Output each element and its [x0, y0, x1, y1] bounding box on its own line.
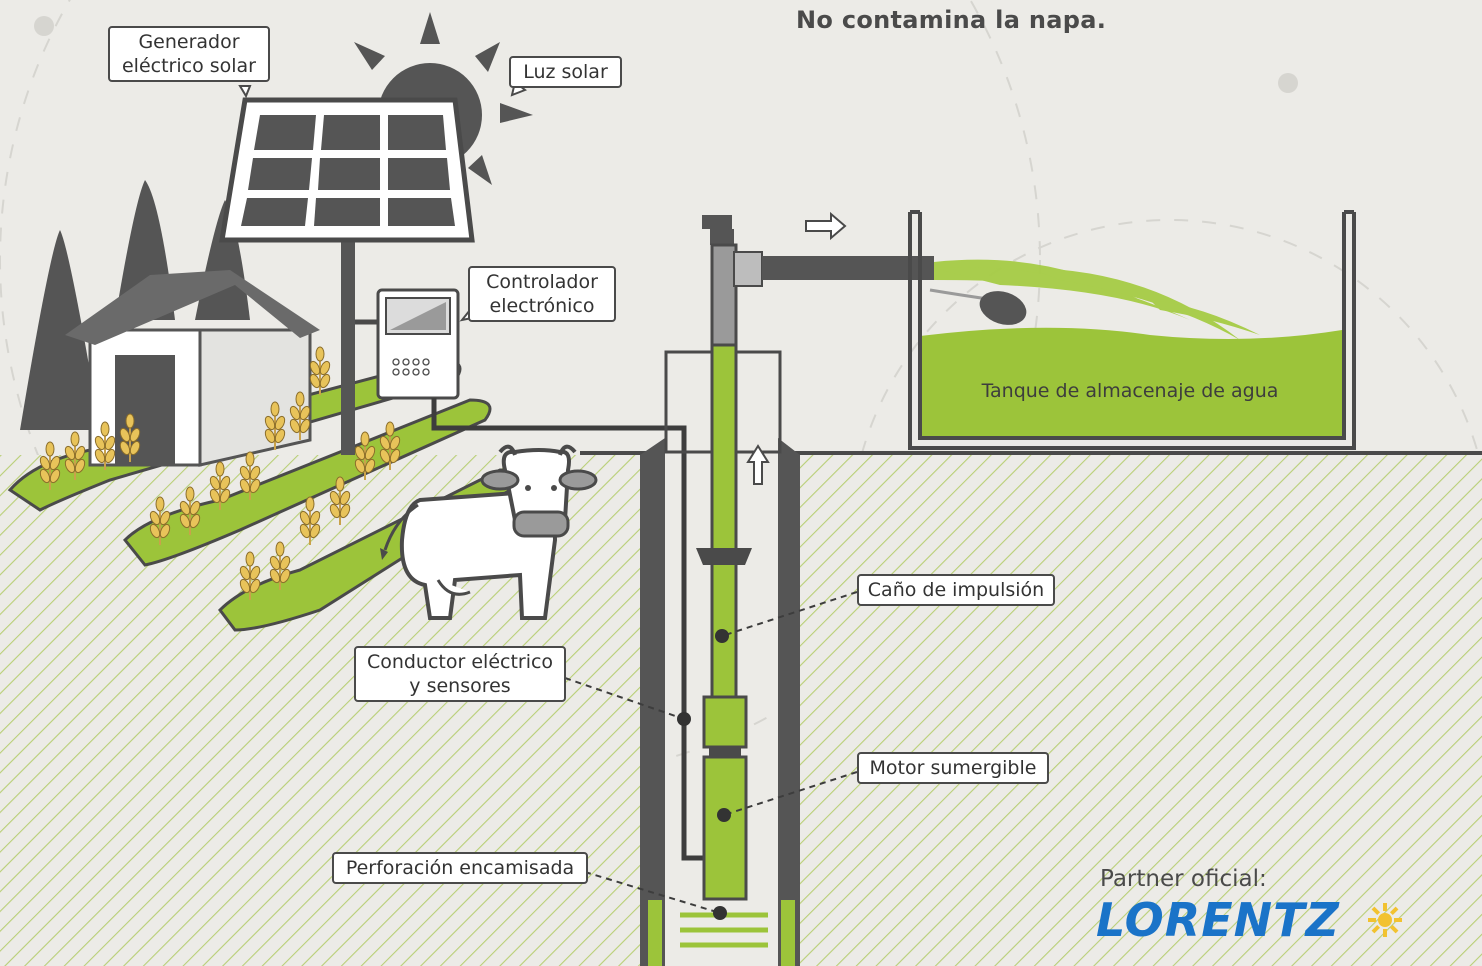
callout-borehole: Perforación encamisada	[332, 852, 588, 884]
callout-solar-generator-line2: eléctrico solar	[121, 55, 256, 77]
groundwater	[680, 912, 768, 948]
callout-pipe: Caño de impulsión	[857, 574, 1055, 606]
callout-solar-generator: Generador eléctrico solar	[108, 26, 270, 82]
cow-icon	[380, 444, 598, 620]
callout-controller-line1: Controlador	[486, 271, 598, 293]
callout-cable: Conductor eléctrico y sensores	[354, 646, 566, 702]
callout-controller-line2: electrónico	[489, 295, 595, 317]
callout-motor: Motor sumergible	[857, 752, 1049, 784]
callout-sunlight: Luz solar	[509, 56, 622, 88]
tank-label: Tanque de almacenaje de agua	[981, 380, 1279, 402]
brand-logo: LORENTZ	[1096, 893, 1340, 947]
controller-icon	[355, 288, 460, 400]
house-icon	[65, 270, 320, 467]
callout-cable-line2: y sensores	[409, 675, 511, 697]
arrow-up-icon	[746, 444, 770, 485]
pump-icon	[696, 215, 770, 901]
electric-cable	[431, 398, 704, 861]
partner-label: Partner oficial:	[1100, 866, 1267, 892]
page-heading: No contamina la napa.	[796, 6, 1107, 34]
outlet-pipe	[762, 211, 934, 280]
leader-dots	[677, 629, 731, 920]
leader-lines	[564, 591, 858, 914]
callout-cable-line1: Conductor eléctrico	[366, 651, 554, 673]
brand-sun-icon	[1368, 903, 1402, 937]
callout-controller: Controlador electrónico	[468, 266, 616, 322]
solar-panel-icon	[219, 97, 475, 455]
water-tank	[908, 210, 1356, 450]
callout-solar-generator-line1: Generador	[138, 31, 240, 53]
borehole	[640, 350, 800, 966]
arrow-right-icon	[805, 211, 847, 241]
